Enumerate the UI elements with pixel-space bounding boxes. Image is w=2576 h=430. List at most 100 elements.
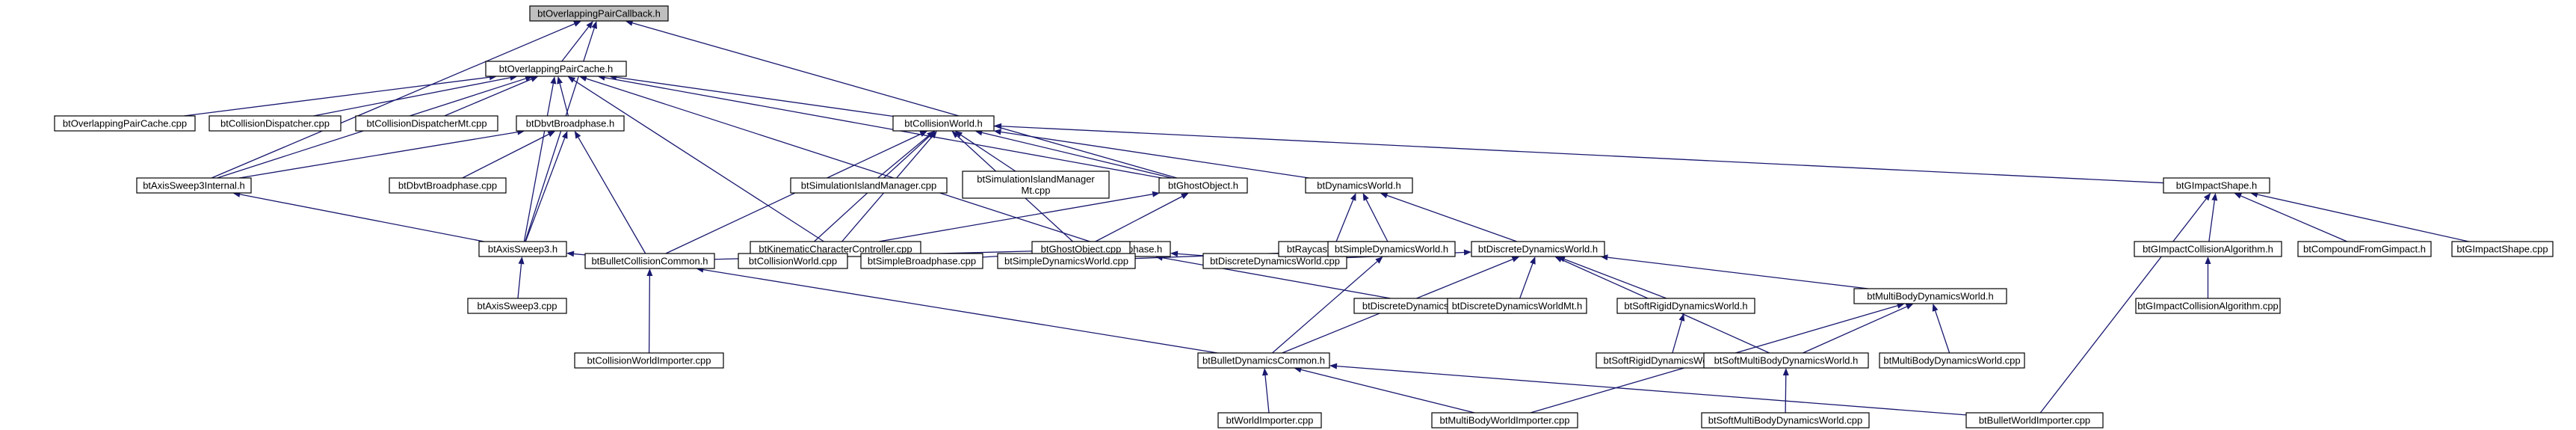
node-box — [584, 253, 715, 269]
node-label: btOverlappingPairCache.h — [499, 64, 613, 75]
graph-node[interactable]: btBulletDynamicsCommon.h — [1197, 352, 1330, 369]
graph-node[interactable]: btSoftRigidDynamicsWorld.h — [1616, 298, 1755, 314]
arrowhead-icon — [1152, 191, 1161, 197]
edge-n31-n33 — [1672, 320, 1682, 354]
edge-n17-n42 — [2257, 194, 2469, 242]
edge-n16-n26 — [1335, 200, 1354, 242]
graph-node[interactable]: btCollisionWorldImporter.cpp — [574, 352, 724, 369]
arrowhead-icon — [1932, 304, 1939, 312]
node-box — [2163, 177, 2270, 194]
edge-n0-n4 — [632, 22, 1178, 179]
edge-n1-n11 — [586, 78, 1090, 242]
edge-n28-n30 — [1519, 263, 1533, 299]
graph-node[interactable]: btMultiBodyWorldImporter.cpp — [1431, 412, 1578, 429]
arrowhead-icon — [578, 76, 587, 82]
graph-node[interactable]: btBulletCollisionCommon.h — [584, 253, 715, 269]
graph-node[interactable]: btGhostObject.h — [1158, 177, 1248, 194]
graph-node[interactable]: btAxisSweep3Internal.h — [136, 177, 252, 194]
arrowhead-icon — [1181, 193, 1189, 200]
edge-n17-n40 — [2208, 200, 2215, 242]
graph-node[interactable]: btAxisSweep3.h — [478, 241, 567, 257]
edge-n4-n20 — [1095, 196, 1183, 242]
edge-n1-n8 — [559, 83, 569, 117]
graph-node[interactable]: btDbvtBroadphase.cpp — [389, 177, 507, 194]
edge-n0-n3 — [525, 28, 595, 242]
graph-node[interactable]: btDiscreteDynamicsWorldMt.h — [1447, 298, 1587, 314]
arrowhead-icon — [919, 131, 928, 137]
graph-node[interactable]: btSimulationIslandManager.cpp — [790, 177, 948, 194]
arrowhead-icon — [1554, 257, 1563, 262]
edge-n1-n6 — [313, 77, 510, 117]
arrowhead-icon — [930, 131, 937, 139]
arrowhead-icon — [547, 131, 556, 138]
graph-node[interactable]: btDbvtBroadphase.h — [516, 115, 625, 132]
edge-n9-n16 — [1001, 131, 1309, 179]
graph-node[interactable]: btCollisionDispatcher.cpp — [209, 115, 342, 132]
graph-node[interactable]: btAxisSweep3.cpp — [467, 298, 567, 314]
graph-node[interactable]: btCompoundFromGimpact.h — [2297, 241, 2432, 257]
graph-node[interactable]: btDiscreteDynamicsWorld.cpp — [1202, 253, 1347, 269]
arrowhead-icon — [1362, 193, 1369, 201]
node-box — [1616, 298, 1755, 314]
arrowhead-icon — [1380, 192, 1389, 199]
graph-node[interactable]: btGImpactShape.h — [2163, 177, 2270, 194]
graph-node[interactable]: btMultiBodyDynamicsWorld.cpp — [1879, 352, 2025, 369]
graph-node[interactable]: btWorldImporter.cpp — [1217, 412, 1322, 429]
graph-node[interactable]: btGhostObject.cpp — [1031, 241, 1131, 257]
graph-node[interactable]: btBulletWorldImporter.cpp — [1965, 412, 2104, 429]
arrowhead-icon — [1375, 257, 1383, 264]
graph-node[interactable]: btGImpactShape.cpp — [2451, 241, 2554, 257]
arrowhead-icon — [2234, 193, 2243, 199]
arrowhead-icon — [1678, 313, 1685, 322]
graph-node[interactable]: btKinematicCharacterController.cpp — [750, 241, 921, 257]
graph-node[interactable]: btSimpleBroadphase.cpp — [860, 253, 983, 269]
graph-node[interactable]: btMultiBodyDynamicsWorld.h — [1853, 288, 2007, 304]
graph-node[interactable]: btOverlappingPairCache.cpp — [54, 115, 196, 132]
node-box — [790, 177, 948, 194]
edge-n3-n18 — [517, 263, 522, 299]
arrowhead-icon — [530, 76, 539, 82]
graph-node[interactable]: btCollisionWorld.h — [892, 115, 995, 132]
node-box — [1327, 241, 1456, 257]
arrowhead-icon — [1896, 302, 1905, 309]
graph-node[interactable]: btOverlappingPairCache.h — [485, 61, 627, 77]
node-label: btCollisionWorld.cpp — [749, 256, 837, 267]
graph-node[interactable]: btCollisionDispatcherMt.cpp — [355, 115, 498, 132]
node-label: btSimpleBroadphase.cpp — [868, 256, 976, 267]
arrowhead-icon — [994, 123, 1002, 129]
node-box — [478, 241, 567, 257]
edge-n9-n14 — [877, 135, 930, 179]
arrowhead-icon — [1262, 368, 1268, 376]
edge-n28-n32 — [1607, 257, 1868, 289]
graph-node[interactable]: btSimpleDynamicsWorld.cpp — [997, 253, 1136, 269]
edge-n16-n27 — [1365, 199, 1389, 242]
graph-node[interactable]: btDiscreteDynamicsWorld.h — [1471, 241, 1605, 257]
edge-n29-n37 — [1264, 375, 1270, 414]
graph-node[interactable]: btDynamicsWorld.h — [1305, 177, 1413, 194]
graph-node[interactable]: btGImpactCollisionAlgorithm.cpp — [2135, 298, 2281, 314]
node-label: btGImpactShape.h — [2176, 180, 2257, 191]
graph-node[interactable]: btGImpactCollisionAlgorithm.h — [2134, 241, 2282, 257]
node-box — [2134, 241, 2282, 257]
graph-node[interactable]: btCollisionWorld.cpp — [738, 253, 848, 269]
arrowhead-icon — [586, 21, 593, 29]
graph-node[interactable]: btSoftMultiBodyDynamicsWorld.cpp — [1701, 412, 1870, 429]
edge-n13-n19 — [648, 275, 650, 354]
node-box — [997, 253, 1136, 269]
node-box — [1202, 253, 1347, 269]
arrowhead-icon — [550, 76, 557, 85]
graph-node[interactable]: btSoftMultiBodyDynamicsWorld.h — [1703, 352, 1869, 369]
node-label: btBulletCollisionCommon.h — [591, 256, 708, 267]
edge-n8-n12 — [462, 133, 549, 179]
edge-n9-n13 — [665, 133, 921, 254]
edge-n1-n10 — [573, 79, 824, 242]
edge-n32-n34 — [1803, 306, 1907, 354]
arrowhead-icon — [993, 129, 1001, 135]
node-box — [1471, 241, 1605, 257]
node-label: btOverlappingPairCache.cpp — [63, 118, 187, 129]
node-label: btCollisionDispatcher.cpp — [220, 118, 330, 129]
graph-node[interactable]: btSimpleDynamicsWorld.h — [1327, 241, 1456, 257]
node-box — [1965, 412, 2104, 429]
